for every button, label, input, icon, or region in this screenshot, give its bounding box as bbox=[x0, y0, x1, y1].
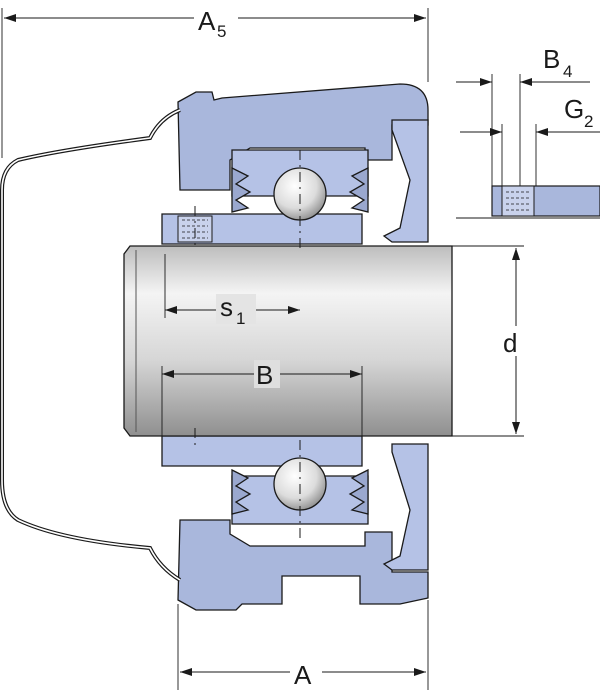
a-arrow-left bbox=[180, 668, 192, 676]
a-arrow-right bbox=[414, 668, 426, 676]
b4-arrow-left bbox=[480, 78, 492, 86]
b4-arrow-right bbox=[520, 78, 532, 86]
b-arrow-left bbox=[162, 370, 174, 378]
a5-arrow-right bbox=[414, 14, 426, 22]
d-arrow-bottom bbox=[512, 422, 520, 434]
d-label: d bbox=[503, 328, 517, 358]
g2-label-subscript: 2 bbox=[584, 112, 593, 131]
b-arrow-right bbox=[350, 370, 362, 378]
seal-left-lower bbox=[231, 468, 252, 515]
housing-lower bbox=[177, 519, 429, 611]
inner-ring-lower bbox=[161, 435, 363, 467]
seal-right-lower bbox=[348, 468, 369, 515]
housing-upper bbox=[177, 83, 429, 191]
d-arrow-top bbox=[512, 248, 520, 260]
s1-arrow-right bbox=[288, 306, 300, 314]
b4-label: B bbox=[543, 44, 560, 74]
g2-arrow-right bbox=[536, 128, 548, 136]
seal-right-upper bbox=[348, 166, 369, 213]
g2-arrow-left bbox=[490, 128, 502, 136]
g2-label: G bbox=[564, 94, 584, 124]
end-cap-lower bbox=[382, 443, 429, 571]
a5-arrow-left bbox=[4, 14, 16, 22]
b4-label-subscript: 4 bbox=[563, 62, 572, 81]
end-cap bbox=[382, 119, 429, 243]
s1-label-subscript: 1 bbox=[236, 309, 245, 328]
b-label: B bbox=[256, 360, 273, 390]
s1-label: s bbox=[220, 292, 233, 322]
a5-label-subscript: 5 bbox=[217, 22, 226, 41]
inset-screw-thread bbox=[506, 191, 530, 211]
set-screw-thread bbox=[182, 219, 208, 239]
a5-label: A bbox=[198, 6, 216, 36]
shaft bbox=[123, 245, 453, 437]
s1-arrow-left bbox=[165, 306, 177, 314]
inset-screw bbox=[501, 185, 535, 217]
a-label: A bbox=[294, 660, 312, 690]
seal-left-upper bbox=[231, 166, 252, 213]
protective-cover-inner bbox=[1, 109, 181, 581]
